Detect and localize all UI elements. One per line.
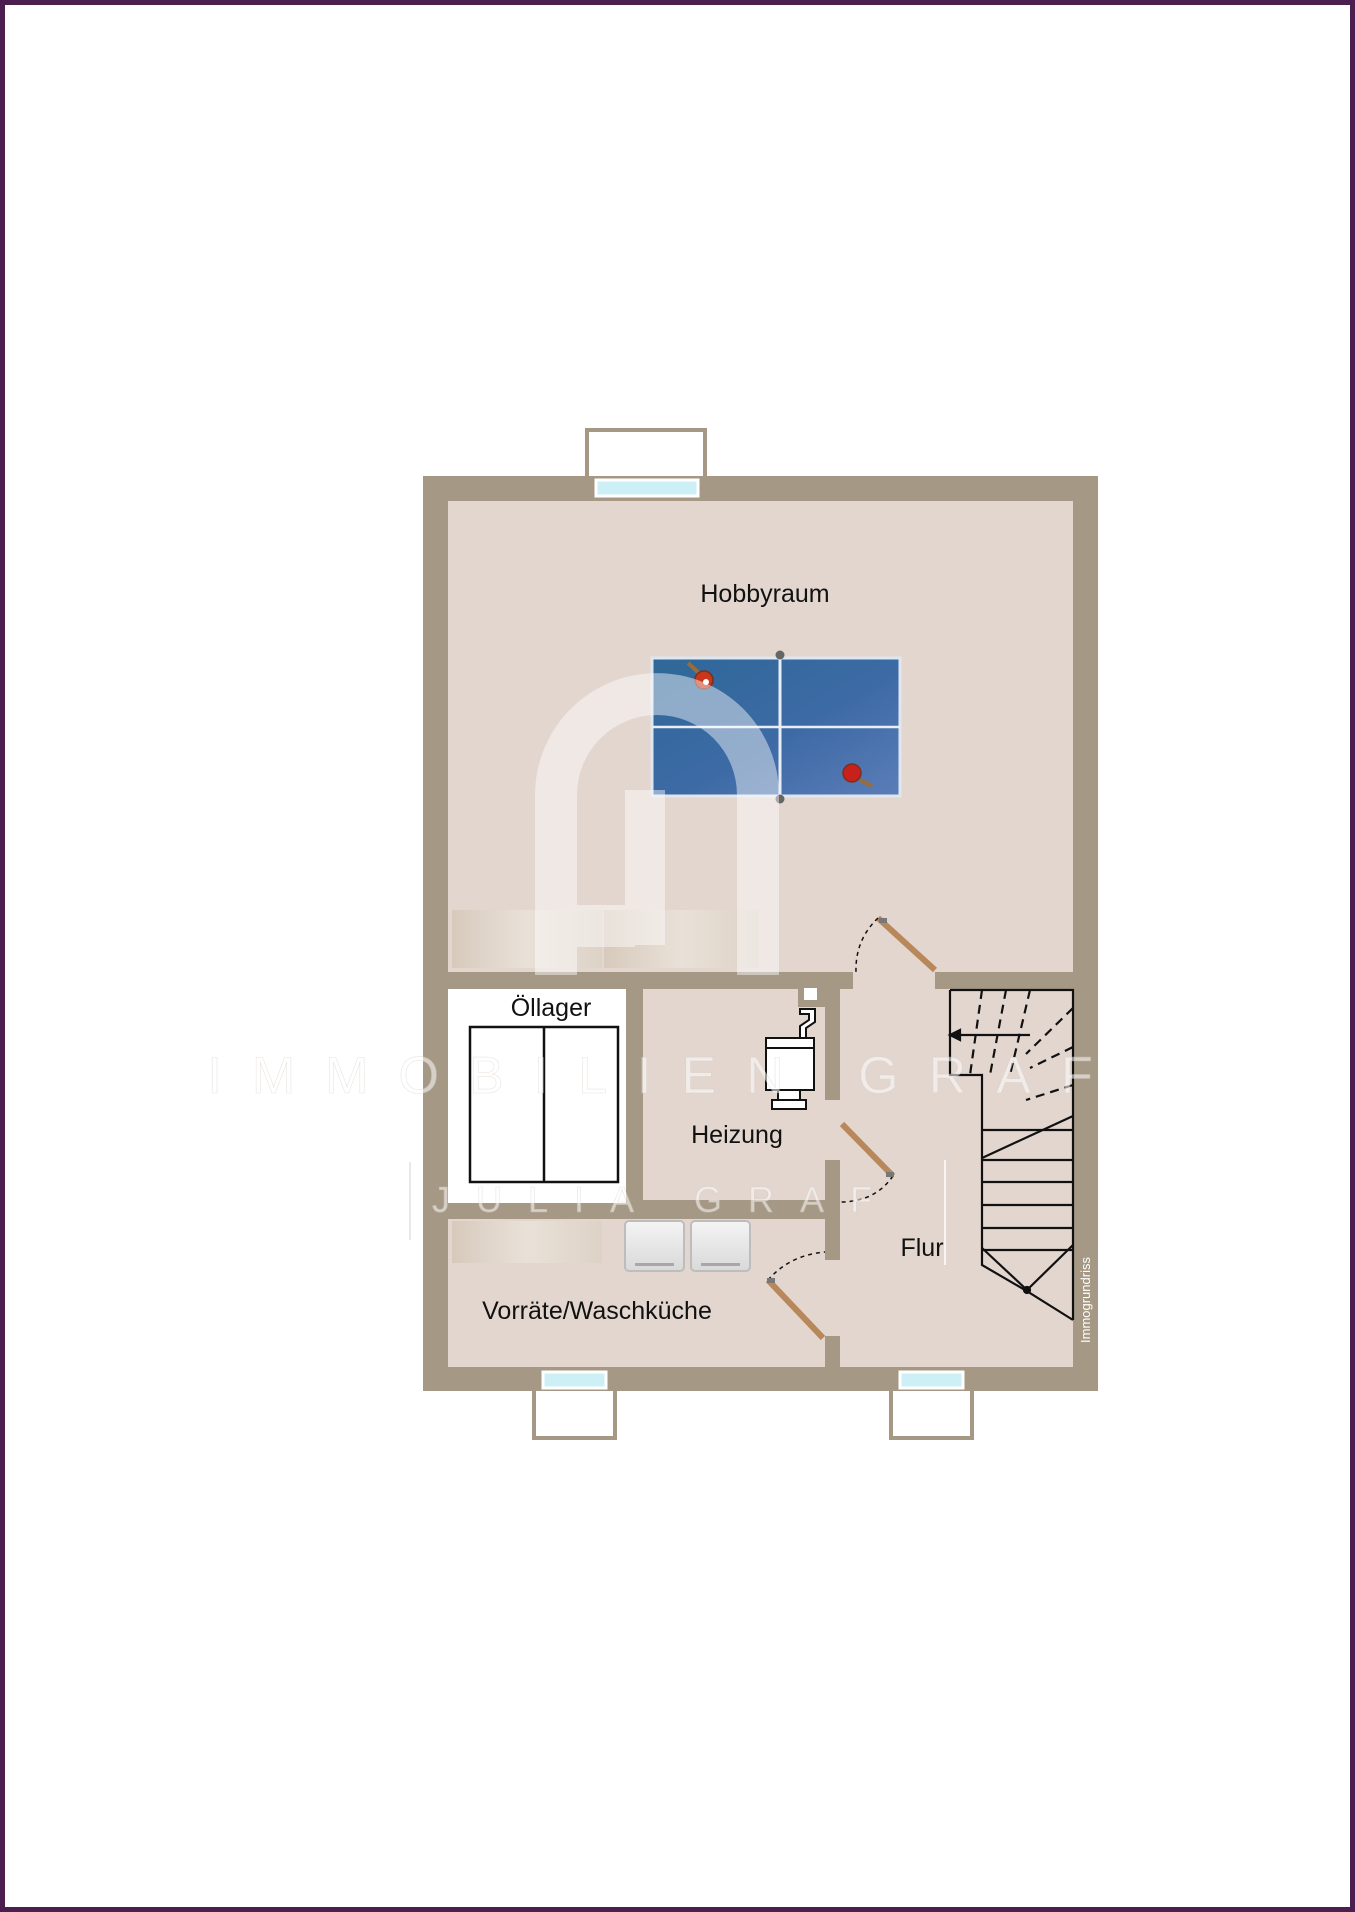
oil-storage-floor bbox=[448, 989, 626, 1203]
door-heating bbox=[839, 1121, 896, 1203]
label-storage: Vorräte/Waschküche bbox=[482, 1297, 712, 1325]
boiler bbox=[765, 1008, 816, 1110]
logo-watermark bbox=[535, 673, 779, 975]
watermark-line2: JULIA GRAF bbox=[432, 1179, 898, 1220]
hall-floor bbox=[840, 989, 1073, 1367]
doors bbox=[765, 915, 946, 1341]
credit-label: Immogrundriss bbox=[1078, 1257, 1093, 1343]
window-top bbox=[594, 478, 700, 498]
window-storage bbox=[541, 1370, 608, 1390]
windows bbox=[541, 478, 965, 1390]
watermark-line1: IMMOBILIEN GRAF bbox=[207, 1047, 1122, 1105]
table-tennis-table bbox=[650, 650, 902, 804]
door-storage bbox=[765, 1251, 826, 1341]
washing-machines bbox=[624, 1220, 751, 1272]
shelves bbox=[452, 910, 759, 1263]
paddle-1 bbox=[686, 661, 714, 690]
door-hobby bbox=[855, 915, 938, 973]
label-oil-storage: Öllager bbox=[511, 994, 592, 1022]
oil-tanks bbox=[468, 1025, 620, 1184]
label-hall: Flur bbox=[900, 1234, 943, 1262]
label-heating: Heizung bbox=[691, 1121, 783, 1149]
paddle-2 bbox=[842, 763, 873, 788]
staircase bbox=[947, 988, 1075, 1321]
window-hall bbox=[898, 1370, 965, 1390]
label-hobby-room: Hobbyraum bbox=[700, 580, 829, 608]
